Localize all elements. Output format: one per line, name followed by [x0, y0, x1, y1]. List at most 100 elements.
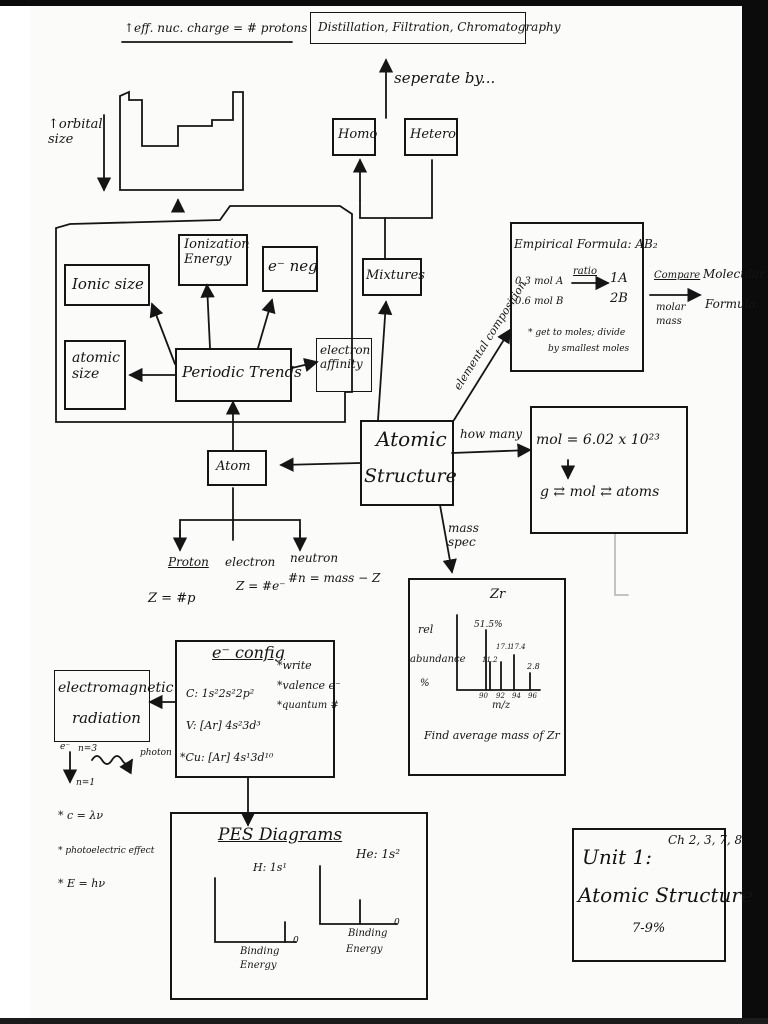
- pes-hydrogen: H: 1s¹: [253, 861, 287, 874]
- e-neg-box: [262, 246, 318, 292]
- pes-binding-2: Binding: [348, 928, 388, 939]
- empirical-note-1: * get to moles; divide: [528, 328, 626, 338]
- valence-note: *valence e⁻: [277, 679, 341, 692]
- moles-b: 0.6 mol B: [515, 296, 564, 307]
- atomic-structure-box: [360, 420, 454, 506]
- mass-spec-ylabel-1: rel: [418, 623, 434, 636]
- ratio-a: 1A: [610, 271, 628, 286]
- mass-spec-xlabel: m/z: [492, 700, 511, 711]
- quantum-note: *quantum #: [277, 700, 339, 711]
- moles-a: 0.3 mol A: [515, 276, 564, 287]
- level-n3: n=3: [78, 744, 98, 754]
- hetero-box: [404, 118, 458, 156]
- e-neg-label: e⁻ neg: [268, 257, 318, 275]
- molecular-formula-2: Formula: [705, 297, 756, 311]
- scan-border-bottom: [0, 1018, 768, 1024]
- ionization-energy-box: [178, 234, 248, 286]
- empirical-note-2: by smallest moles: [548, 344, 630, 354]
- peak-label: 17.1: [496, 643, 512, 651]
- mass-tick-label: 90: [479, 692, 488, 700]
- electron-label: electron: [225, 555, 276, 569]
- photon-label: photon: [140, 748, 172, 758]
- mass-spec-question: Find average mass of Zr: [424, 729, 560, 742]
- write-note: *write: [277, 659, 312, 672]
- peak-label: 11.2: [482, 656, 498, 664]
- atomic-structure-line2: Structure: [364, 465, 457, 487]
- neutron-label: neutron: [290, 551, 339, 565]
- scan-border-right: [742, 0, 768, 1024]
- homo-box: [332, 118, 376, 156]
- periodic-trends-box: [175, 348, 292, 402]
- copper-config: *Cu: [Ar] 4s¹3d¹⁰: [180, 751, 274, 764]
- avogadro-number: mol = 6.02 x 10²³: [536, 432, 660, 448]
- molecular-formula-1: Molecular: [703, 267, 765, 281]
- e-config-box: [175, 640, 335, 778]
- molar-label: molar: [656, 302, 686, 313]
- how-many-label: how many: [460, 427, 523, 441]
- periodic-trends-enclosure: [55, 205, 353, 423]
- ratio-b: 2B: [610, 291, 628, 306]
- pes-zero-1: 0: [293, 936, 299, 946]
- separation-methods-text: Distillation, Filtration, Chromatography: [318, 20, 561, 34]
- scan-border-top: [0, 0, 768, 6]
- mole-conversion: g ⇄ mol ⇄ atoms: [540, 484, 660, 500]
- mass-spec-label: mass spec: [448, 521, 479, 549]
- empirical-formula-title: Empirical Formula: AB₂: [514, 237, 658, 251]
- em-radiation-label-1: electromagnetic: [58, 680, 174, 696]
- atomic-size-label: atomic size: [72, 350, 120, 383]
- homo-label: Homo: [338, 127, 378, 142]
- carbon-config: C: 1s²2s²2p²: [186, 687, 255, 700]
- page-margin: [0, 0, 30, 1024]
- orbital-size-label: ↑orbital size: [48, 117, 103, 147]
- unit-title-1: Unit 1:: [582, 845, 652, 869]
- em-radiation-box: [54, 670, 150, 742]
- pes-box: [170, 812, 428, 1000]
- level-n1: n=1: [76, 778, 96, 788]
- vanadium-config: V: [Ar] 4s²3d³: [186, 719, 261, 732]
- pes-binding-1: Binding: [240, 946, 280, 957]
- separation-methods-box: [310, 12, 526, 44]
- energy-eq: * E = hν: [58, 877, 106, 890]
- peak-label: 17.4: [510, 643, 526, 651]
- unit-box: [572, 828, 726, 962]
- periodic-table-sketch: [119, 90, 244, 191]
- pes-title: PES Diagrams: [218, 825, 343, 845]
- mass-spec-ylabel-3: %: [420, 678, 430, 689]
- mass-spec-ylabel-2: abundance: [410, 654, 466, 665]
- periodic-trends-label: Periodic Trends: [182, 363, 302, 381]
- atomic-size-box: [64, 340, 126, 410]
- mole-box: [530, 406, 688, 534]
- electron-equation: Z = #e⁻: [236, 579, 286, 593]
- mass-tick-label: 92: [496, 692, 505, 700]
- mass-spec-element: Zr: [490, 587, 506, 602]
- effective-nuclear-charge-note: ↑eff. nuc. charge = # protons: [124, 21, 308, 35]
- neutron-equation: #n = mass − Z: [288, 571, 381, 585]
- electron-affinity-label: electron affinity: [320, 343, 371, 371]
- mass-tick-label: 96: [528, 692, 537, 700]
- pes-energy-1: Energy: [240, 960, 277, 971]
- peak-label: 51.5%: [474, 620, 503, 630]
- speed-of-light-eq: * c = λν: [58, 809, 104, 822]
- ionic-size-label: Ionic size: [72, 275, 144, 293]
- electron-symbol: e⁻: [60, 742, 71, 752]
- atomic-structure-line1: Atomic: [376, 427, 447, 451]
- unit-chapters: Ch 2, 3, 7, 8: [668, 833, 743, 847]
- proton-label: Proton: [168, 555, 209, 569]
- mixtures-label: Mixtures: [366, 268, 425, 283]
- photoelectric-note: * photoelectric effect: [58, 846, 155, 856]
- mixtures-box: [362, 258, 422, 296]
- proton-equation: Z = #p: [148, 591, 196, 606]
- hetero-label: Hetero: [410, 127, 456, 142]
- ionic-size-box: [64, 264, 150, 306]
- ionization-energy-label: Ionization Energy: [184, 237, 250, 267]
- ratio-label: ratio: [573, 266, 597, 277]
- pes-helium: He: 1s²: [356, 847, 401, 861]
- compare-label: Compare: [654, 270, 701, 281]
- mass-tick-label: 94: [512, 692, 521, 700]
- peak-label: 2.8: [527, 662, 540, 671]
- em-radiation-label-2: radiation: [72, 709, 141, 727]
- pes-zero-2: 0: [394, 918, 400, 928]
- unit-exam-weight: 7-9%: [632, 921, 666, 936]
